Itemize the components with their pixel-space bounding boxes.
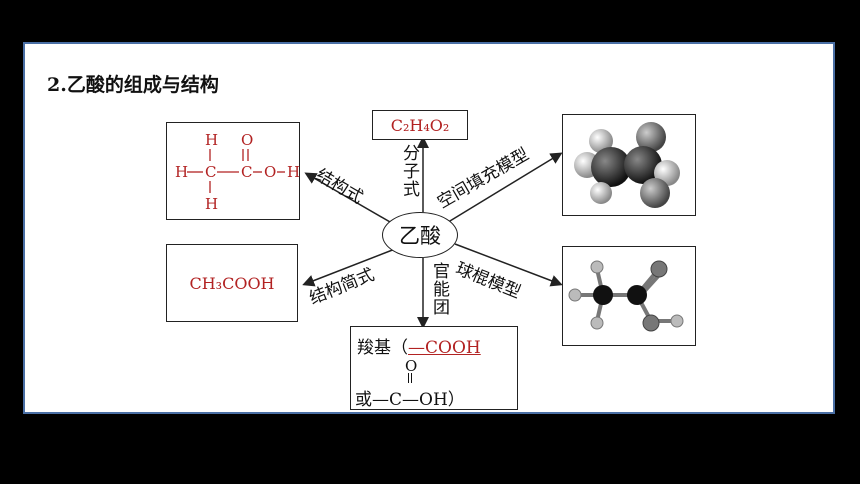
alt-carbon: C	[389, 390, 403, 410]
arrow-simplified	[302, 248, 396, 287]
section-title: 2.乙酸的组成与结构	[47, 74, 219, 96]
svg-text:H: H	[175, 163, 188, 181]
double-bond	[408, 373, 412, 383]
connector-arrows	[302, 136, 563, 329]
svg-text:H: H	[287, 163, 300, 181]
content-panel: 2.乙酸的组成与结构 乙酸 H O H C C O H H	[23, 42, 835, 414]
functional-group-box: 羧基（—COOH O 或—C—OH）	[350, 326, 518, 410]
ball-stick-model-box	[562, 246, 696, 346]
label-molecular: 分子式	[399, 144, 419, 198]
carboxyl-formula: —COOH	[408, 338, 481, 358]
simplified-formula: CH₃COOH	[189, 273, 275, 293]
svg-text:H: H	[205, 195, 218, 213]
functional-group-name: 羧基（—COOH	[357, 333, 481, 358]
label-functional-group: 官能团	[429, 262, 449, 316]
alt-prefix: 或—	[355, 390, 389, 410]
svg-text:H: H	[205, 131, 218, 149]
space-filling-model-box	[562, 114, 696, 216]
simplified-formula-box: CH₃COOH	[166, 244, 298, 322]
svg-text:C: C	[205, 163, 216, 181]
molecular-formula: C₂H₄O₂	[390, 115, 450, 135]
alt-suffix: —OH）	[402, 390, 465, 410]
arrow-space-filling	[444, 152, 563, 225]
svg-text:C: C	[241, 163, 252, 181]
center-node: 乙酸	[382, 212, 458, 258]
molecular-formula-box: C₂H₄O₂	[372, 110, 468, 140]
svg-text:O: O	[264, 163, 276, 181]
structural-formula-box: H O H C C O H H	[166, 122, 300, 220]
arrow-ball-stick	[454, 243, 563, 287]
space-filling-model-image	[574, 122, 680, 208]
carboxyl-label: 羧基（	[357, 338, 408, 358]
ball-stick-model-image	[568, 260, 684, 332]
structural-formula-drawing: H O H C C O H H	[175, 131, 300, 213]
carbonyl-oxygen: O	[405, 357, 418, 375]
svg-text:O: O	[241, 131, 253, 149]
arrow-structural	[304, 172, 398, 227]
carboxyl-alt-formula: 或—C—OH）	[355, 385, 465, 410]
